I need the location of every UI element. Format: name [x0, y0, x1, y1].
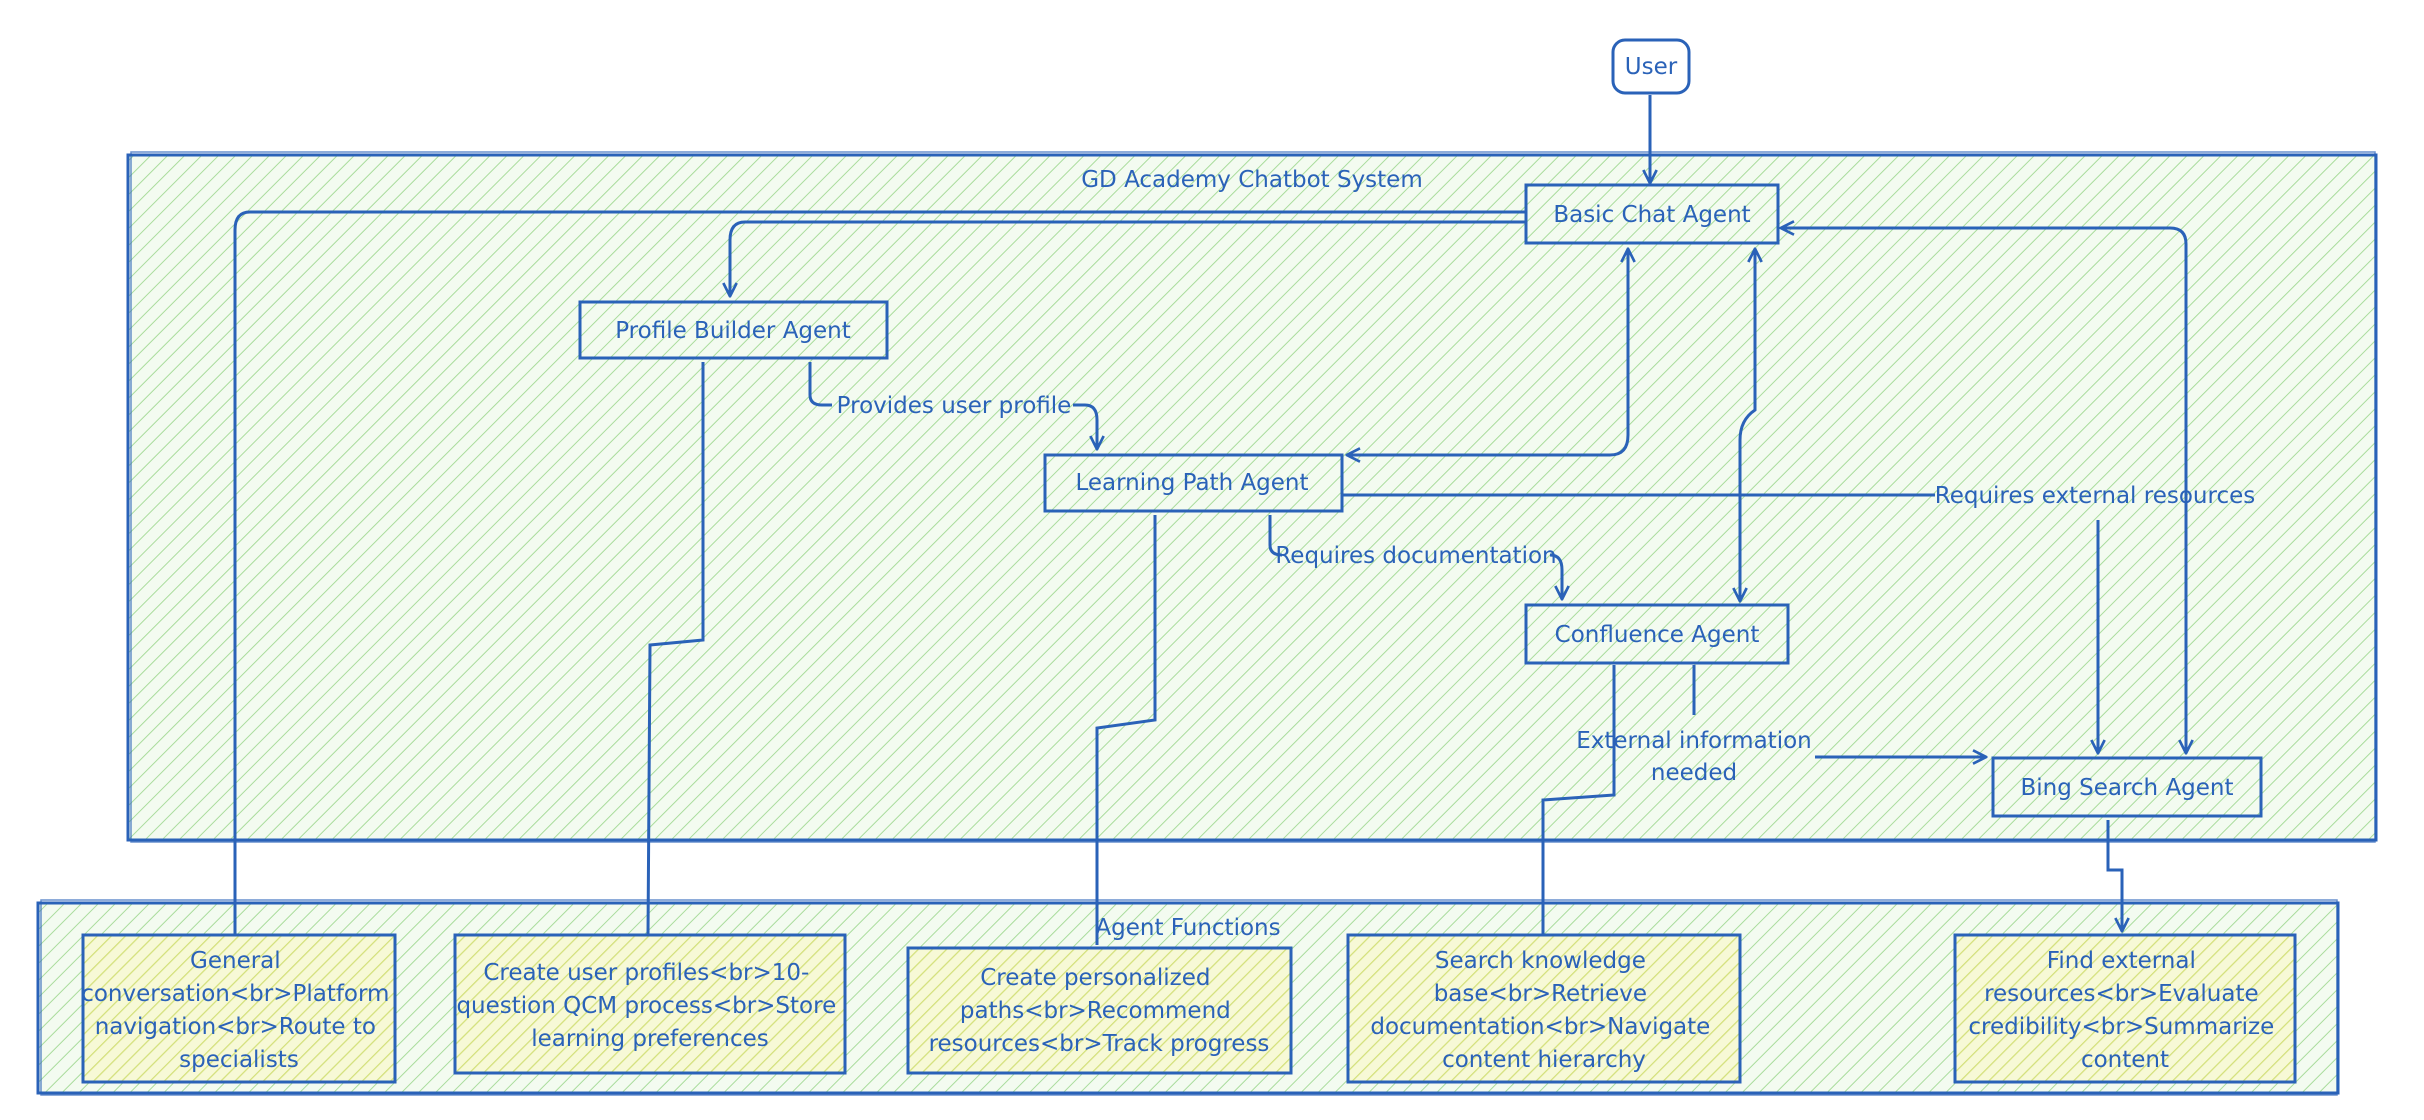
function-box-profile-builder[interactable]: Create user profiles<br>10- question QCM…: [453, 933, 847, 1075]
svg-text:General conversation<br>: General conversation<br>Platform navigat…: [81, 948, 397, 1073]
function-learning-path-line: paths<br>Recommend: [960, 998, 1231, 1024]
node-bing-search-agent[interactable]: Bing Search Agent: [1991, 756, 2263, 818]
edge-basic-chat-confluence: [1740, 250, 1755, 600]
label-requires-documentation: Requires documentation: [1275, 543, 1556, 569]
svg-text:Search knowledge base<br: Search knowledge base<br>Retrieve docume…: [1370, 948, 1717, 1073]
edge-confluence-to-function: [1541, 665, 1616, 935]
edge-basic-chat-bing: [1782, 228, 2186, 752]
edge-learning-path-requires-documentation: [1268, 515, 1283, 557]
function-bing-search-line: content: [2081, 1047, 2169, 1073]
svg-text:Find external resources<: Find external resources<br>Evaluate cred…: [1968, 948, 2281, 1073]
function-bing-search-line: credibility<br>Summarize: [1968, 1014, 2274, 1040]
function-confluence-line: documentation<br>Navigate: [1370, 1014, 1710, 1040]
edge-basic-chat-to-profile-builder: [730, 220, 1526, 295]
system-title: GD Academy Chatbot System: [1081, 167, 1423, 193]
edge-basic-chat-to-function: [233, 210, 1526, 935]
label-external-info-line2: needed: [1651, 760, 1737, 786]
edge-bing-to-function: [2106, 820, 2122, 930]
function-confluence-line: Search knowledge: [1435, 948, 1646, 974]
node-learning-path-label: Learning Path Agent: [1075, 470, 1308, 496]
edge-profile-builder-to-function: [646, 362, 705, 936]
function-confluence-line: base<br>Retrieve: [1434, 981, 1647, 1007]
function-profile-builder-line: learning preferences: [531, 1026, 769, 1052]
function-basic-chat-line: conversation<br>Platform: [81, 981, 389, 1007]
edge-profile-builder-to-learning-path: [808, 362, 832, 407]
function-profile-builder-line: Create user profiles<br>10-: [483, 960, 809, 986]
svg-text:Create user profiles<br>10-: Create user profiles<br>10- question QCM…: [456, 960, 843, 1052]
function-box-confluence[interactable]: Search knowledge base<br>Retrieve docume…: [1346, 933, 1742, 1084]
label-provides-user-profile: Provides user profile: [837, 393, 1072, 419]
edge-labels: Provides user profile Requires external …: [837, 393, 2256, 786]
edge-learning-path-basic-chat: [1348, 250, 1628, 455]
edges: [233, 95, 2186, 945]
function-learning-path-line: Create personalized: [980, 965, 1210, 991]
agent-functions-title: Agent Functions: [1095, 915, 1280, 941]
function-bing-search-line: Find external: [2047, 948, 2196, 974]
node-profile-builder-agent[interactable]: Profile Builder Agent: [578, 300, 889, 360]
function-bing-search-line: resources<br>Evaluate: [1984, 981, 2259, 1007]
node-user-label: User: [1625, 54, 1678, 80]
node-confluence-label: Confluence Agent: [1555, 622, 1760, 648]
node-basic-chat-agent[interactable]: Basic Chat Agent: [1524, 183, 1780, 245]
edge-learning-path-to-function: [1095, 515, 1157, 945]
function-basic-chat-line: navigation<br>Route to: [95, 1014, 376, 1040]
node-user[interactable]: User: [1611, 38, 1691, 95]
function-confluence-line: content hierarchy: [1442, 1047, 1646, 1073]
node-bing-search-label: Bing Search Agent: [2020, 775, 2233, 801]
svg-text:Create personalized path: Create personalized paths<br>Recommend r…: [929, 965, 1270, 1057]
node-learning-path-agent[interactable]: Learning Path Agent: [1043, 453, 1344, 513]
label-external-info-line1: External information: [1576, 728, 1811, 754]
node-profile-builder-label: Profile Builder Agent: [615, 318, 851, 344]
function-box-bing-search[interactable]: Find external resources<br>Evaluate cred…: [1953, 933, 2297, 1084]
label-requires-external-resources: Requires external resources: [1935, 483, 2255, 509]
function-box-learning-path[interactable]: Create personalized paths<br>Recommend r…: [906, 946, 1293, 1075]
function-box-basic-chat[interactable]: General conversation<br>Platform navigat…: [81, 933, 397, 1084]
node-confluence-agent[interactable]: Confluence Agent: [1524, 603, 1790, 665]
function-learning-path-line: resources<br>Track progress: [929, 1031, 1270, 1057]
function-profile-builder-line: question QCM process<br>Store: [456, 993, 836, 1019]
node-basic-chat-label: Basic Chat Agent: [1553, 202, 1750, 228]
function-basic-chat-line: specialists: [179, 1047, 299, 1073]
function-basic-chat-line: General: [190, 948, 281, 974]
